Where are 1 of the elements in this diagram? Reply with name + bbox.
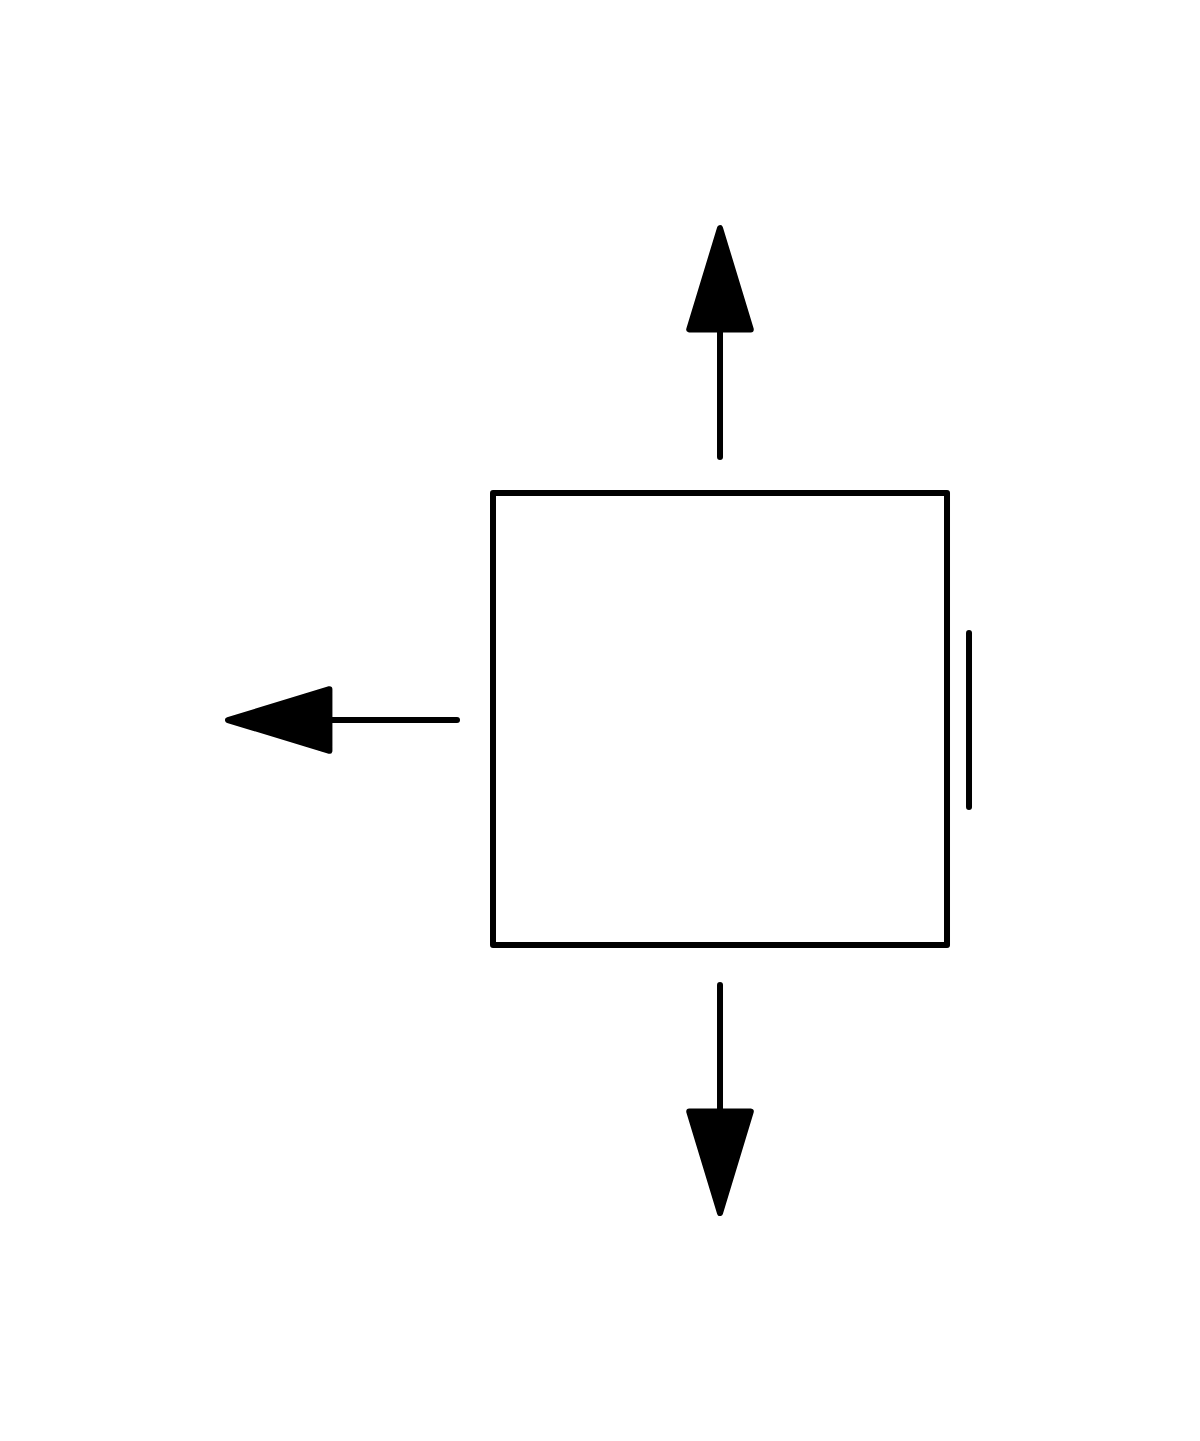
box — [490, 490, 950, 948]
